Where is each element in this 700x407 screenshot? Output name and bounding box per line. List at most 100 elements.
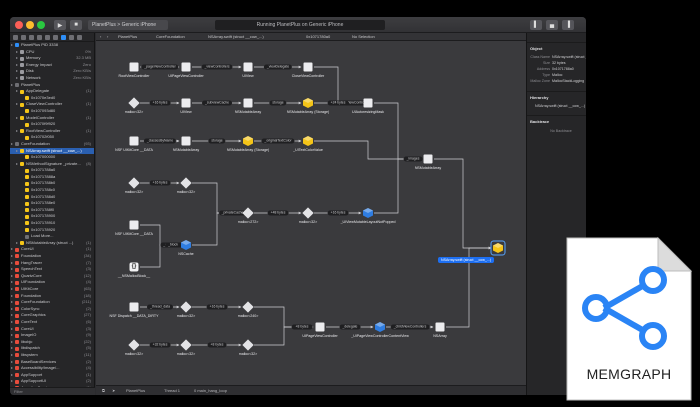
navigator-row[interactable]: ▸CloseViewController(1) (10, 101, 94, 108)
navigator-row[interactable]: 0x1071788e0 (10, 200, 94, 207)
navigator-row[interactable]: ▸libdispatch(5) (10, 345, 94, 352)
location-icon[interactable]: ➤ (112, 388, 116, 393)
disclosure-icon[interactable]: ▸ (16, 55, 19, 61)
navigator-row[interactable]: ▸AppSupportUI(2) (10, 378, 94, 385)
navigator-row[interactable]: ▸Foundation(18) (10, 293, 94, 300)
objc-object-node[interactable] (129, 302, 139, 312)
navigator-row[interactable]: ▸AppSupport(1) (10, 372, 94, 379)
disclosure-icon[interactable]: ▸ (11, 358, 14, 364)
disclosure-icon[interactable]: ▸ (16, 68, 19, 74)
disclosure-icon[interactable]: ▸ (11, 140, 14, 146)
inspector-toggle-button[interactable]: ▐ (562, 20, 574, 30)
navigator-row[interactable]: 0x107093d80 (10, 108, 94, 115)
disclosure-icon[interactable]: ▸ (11, 81, 14, 87)
disclosure-icon[interactable]: ▸ (11, 351, 14, 357)
disclosure-icon[interactable]: ▸ (11, 259, 14, 265)
navigator-row[interactable]: 0x10702f050 (10, 134, 94, 141)
debug-bar-frame[interactable]: 0 main_hang_loop (194, 388, 227, 393)
report-icon[interactable] (77, 35, 82, 40)
disclosure-icon[interactable]: ▸ (11, 365, 14, 371)
selected-object-node[interactable] (490, 240, 506, 256)
disclosure-icon[interactable]: ▸ (11, 292, 14, 298)
objc-object-node[interactable] (303, 62, 313, 72)
disclosure-icon[interactable]: ▸ (16, 239, 19, 245)
disclosure-icon[interactable]: ▸ (11, 371, 14, 377)
disclosure-icon[interactable]: ▸ (11, 253, 14, 258)
navigator-row[interactable]: ▸libobjc(22) (10, 339, 94, 346)
objc-object-node[interactable] (181, 136, 191, 146)
navigator-row[interactable]: 0x107178900 (10, 213, 94, 220)
navigator-row[interactable]: ▸RootViewController(1) (10, 128, 94, 135)
disclosure-icon[interactable]: ▸ (16, 88, 19, 94)
jump-bar-crumb[interactable]: PlanetPlus (118, 34, 138, 39)
navigator-row[interactable]: ▸BaseBoardServices(2) (10, 359, 94, 366)
debug-icon[interactable] (61, 35, 66, 40)
navigator-row[interactable]: ▸ColorSync(2) (10, 306, 94, 313)
disclosure-icon[interactable]: ▸ (11, 325, 14, 331)
disclosure-icon[interactable]: ▸ (11, 279, 14, 285)
search-icon[interactable] (37, 35, 42, 40)
disclosure-icon[interactable]: ▸ (16, 101, 19, 107)
navigator-row[interactable]: ▸ModelController(1) (10, 115, 94, 122)
close-window-button[interactable] (15, 21, 23, 29)
swift-object-node[interactable] (243, 136, 254, 147)
objc-object-node[interactable] (243, 98, 253, 108)
disclosure-icon[interactable]: ▸ (11, 246, 14, 252)
debug-bar-thread[interactable]: Thread 1 (164, 388, 181, 393)
navigator-row[interactable]: ▸HangTracer(7) (10, 260, 94, 267)
navigator-row[interactable]: ▸NSMethodSignature _private...(8) (10, 161, 94, 168)
objc-object-node[interactable] (129, 62, 139, 72)
folder-icon[interactable] (13, 35, 18, 40)
scheme-selector[interactable]: PlanetPlus > Generic iPhone (88, 20, 168, 30)
block-object-node[interactable]: {} (129, 262, 139, 272)
disclosure-icon[interactable]: ▸ (16, 48, 19, 54)
navigator-row[interactable]: ▸AppDelegate(1) (10, 88, 94, 95)
debug-toggle-button[interactable]: ▄ (546, 20, 558, 30)
navigator-row[interactable]: ▸PlanetPlus (10, 82, 94, 89)
disclosure-icon[interactable]: ▸ (16, 147, 19, 153)
navigator-row[interactable]: 0x1070f9f920 (10, 121, 94, 128)
source-control-icon[interactable] (21, 35, 26, 40)
stop-button[interactable]: ■ (70, 20, 82, 30)
swift-object-node[interactable] (303, 98, 314, 109)
disclosure-icon[interactable]: ▸ (11, 272, 14, 278)
swift-object-node[interactable] (303, 136, 314, 147)
disclosure-icon[interactable]: ▸ (11, 338, 14, 344)
navigator-row[interactable]: ▸SpeechText(3) (10, 266, 94, 273)
navigator-row[interactable]: ▸libsystem(11) (10, 352, 94, 359)
navigator-toggle-button[interactable]: ▌ (530, 20, 542, 30)
disclosure-icon[interactable]: ▸ (11, 299, 14, 305)
disclosure-icon[interactable]: ▸ (11, 332, 14, 338)
swift-object-node[interactable] (363, 208, 374, 219)
swift-object-node[interactable] (181, 240, 192, 251)
disclosure-icon[interactable]: ▸ (11, 318, 14, 324)
swift-object-node[interactable] (375, 322, 386, 333)
run-button[interactable]: ▶ (54, 20, 66, 30)
navigator-row[interactable]: 0x107178910 (10, 220, 94, 227)
objc-object-node[interactable] (181, 98, 191, 108)
navigator-row[interactable]: ▸Foundation(34) (10, 253, 94, 260)
disclosure-icon[interactable]: ▸ (11, 42, 14, 47)
navigator-row[interactable]: 0x10717888a (10, 174, 94, 181)
minimize-window-button[interactable] (26, 21, 34, 29)
objc-object-node[interactable] (423, 154, 433, 164)
navigator-row[interactable]: ▸CoreFoundation(93) (10, 141, 94, 148)
navigator-row[interactable]: ▸ImageIO(9) (10, 332, 94, 339)
jump-bar-crumb[interactable]: No Selection (352, 34, 375, 39)
disclosure-icon[interactable]: ▸ (16, 74, 19, 80)
disclosure-icon[interactable]: ▸ (11, 285, 14, 291)
navigator-row[interactable]: ▸NSMutableArray (struct ...)(1) (10, 240, 94, 247)
disclosure-icon[interactable]: ▸ (16, 114, 19, 120)
navigator-row[interactable]: 0x1071788f0 (10, 207, 94, 214)
navigator-filter-field[interactable]: Filter (10, 387, 95, 395)
navigator-row[interactable]: 0x1070e3ed0 (10, 95, 94, 102)
memory-graph-icon[interactable]: ⧉ (102, 388, 105, 393)
navigator-row[interactable]: ▸CoreFoundation(211) (10, 299, 94, 306)
navigator-row[interactable]: ▸UIKitCore(63) (10, 286, 94, 293)
zoom-window-button[interactable] (37, 21, 45, 29)
breakpoint-icon[interactable] (69, 35, 74, 40)
